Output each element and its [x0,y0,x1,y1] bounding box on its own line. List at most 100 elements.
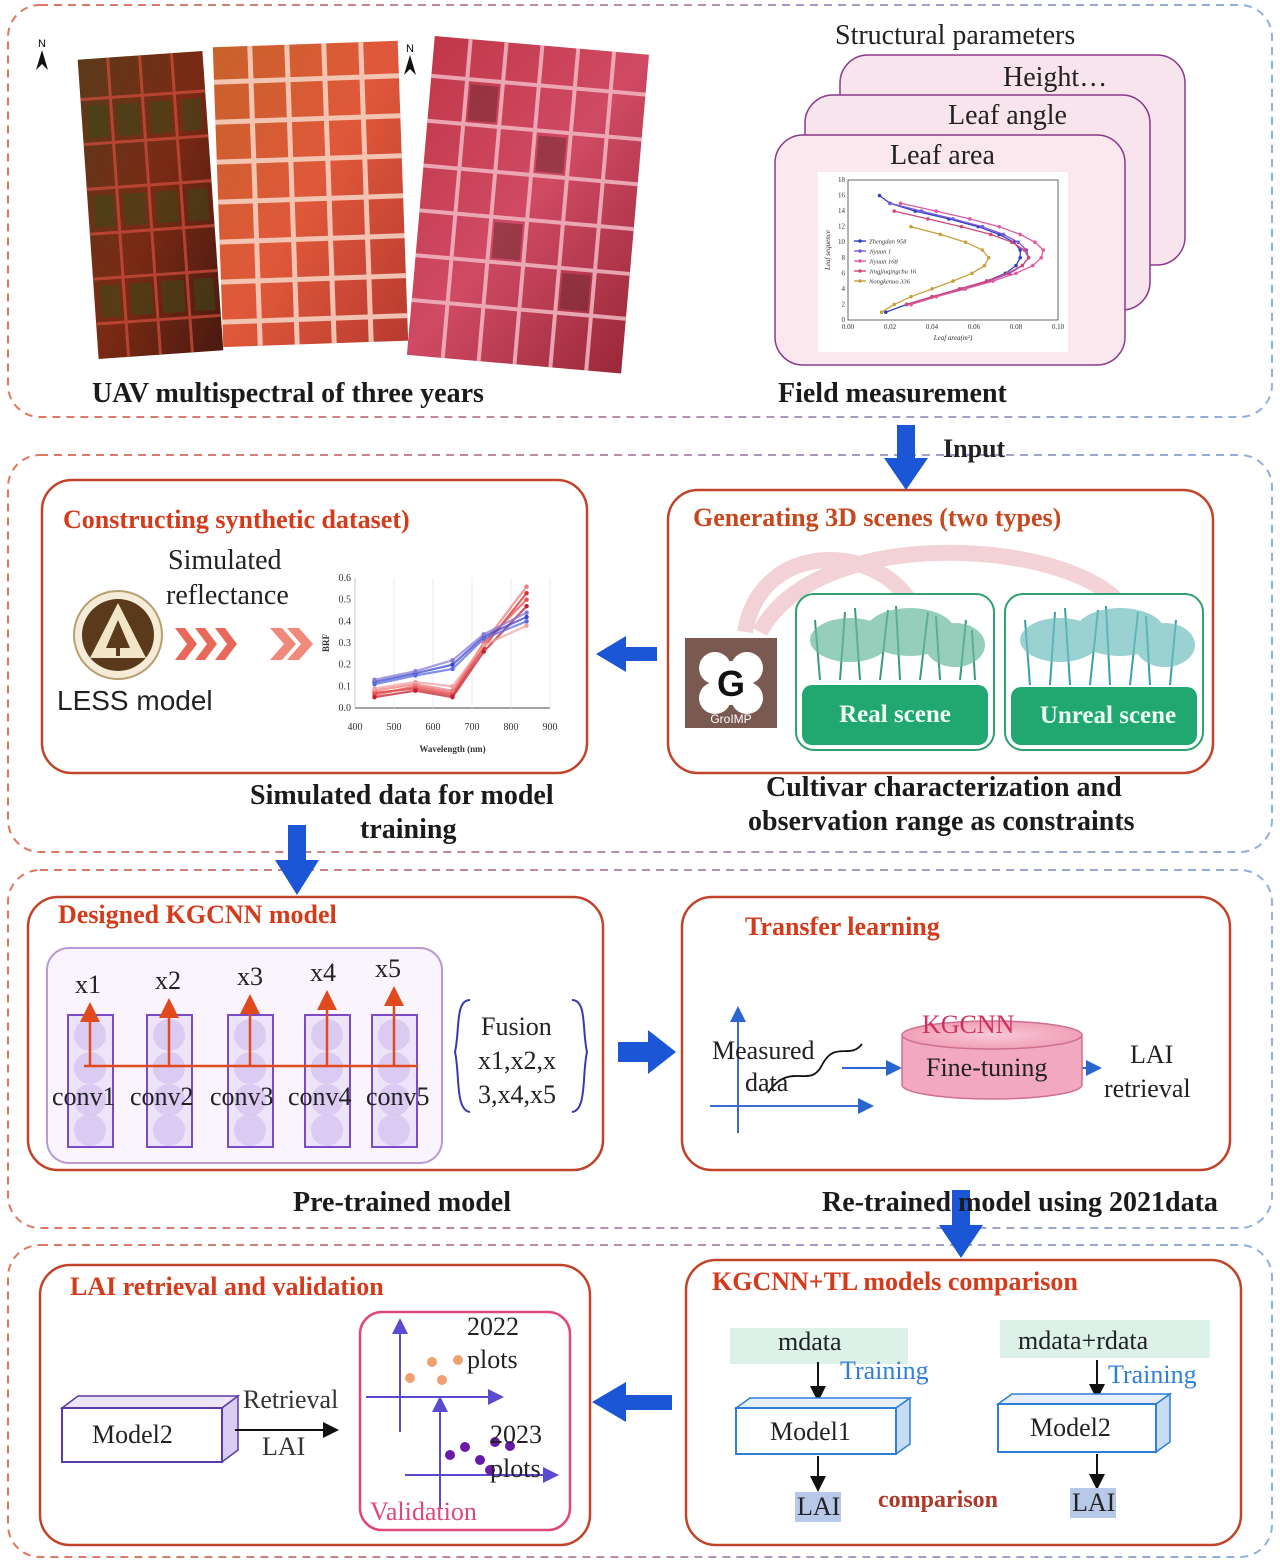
scene-arrows [737,544,1132,637]
comparison-label: comparison [878,1487,998,1513]
model2b-box [995,1392,1173,1454]
data-point [957,287,962,291]
field-caption: Field measurement [778,378,1007,409]
data-point [984,279,989,283]
data-point [959,224,964,229]
lai-validation-title: LAI retrieval and validation [70,1272,384,1301]
data-point [951,279,955,283]
simulated-label: Simulated [168,545,282,576]
data-point [951,217,955,221]
y-tick-label: 0.0 [339,703,352,714]
validation-scatter [405,1355,515,1475]
data-point [1001,232,1006,237]
scenes-title: Generating 3D scenes (two types) [693,503,1062,532]
y-tick-label: 0.4 [339,616,352,627]
output-x3: x3 [237,962,263,991]
svg-text:N: N [406,43,414,55]
card-leaf-angle: Leaf angle [948,100,1067,131]
data-point [926,217,930,221]
cultivar-caption-line1: Cultivar characterization and [766,772,1122,803]
data-point [1018,248,1022,252]
cultivar-caption-line2: observation range as constraints [748,806,1135,837]
data-point [888,201,892,206]
y-tick-label: 0.2 [339,660,352,671]
feature-map-blob [153,1084,185,1116]
uav-image-2022 [212,40,409,348]
conv4-label: conv4 [288,1082,352,1111]
data-point [524,597,529,602]
feature-map-blob [311,1084,343,1116]
x-tick-label: 0.02 [884,323,897,331]
model2-box [59,1394,241,1464]
data-point [450,666,455,672]
to-transfer-arrow [618,1030,676,1074]
plots2023-year: 2023 [490,1420,542,1449]
retrieval-label: retrieval [1104,1074,1191,1103]
x-tick-label: 0.08 [1010,323,1023,331]
comparison-title: KGCNN+TL models comparison [712,1267,1078,1296]
uav-image-2023 [406,36,649,374]
scatter-point-2023 [445,1450,455,1460]
training-label-1: Training [840,1356,929,1385]
data-point [372,677,377,683]
y-tick-label: 0.6 [339,573,352,584]
y-tick-label: 0.1 [339,681,352,692]
y-tick-label: 18 [838,176,846,184]
data-point [1016,240,1020,245]
data-point [524,614,529,620]
synthetic-title: Constructing synthetic dataset) [63,505,410,534]
conv-layers [67,986,418,1148]
x-tick-label: 600 [426,722,441,733]
mdata-label: mdata [778,1327,842,1356]
training-label-2: Training [1108,1360,1197,1389]
data-point [1018,255,1022,260]
legend-entry: Zhengdan 958 [869,239,907,246]
mdata-rdata-highlight [1000,1320,1210,1358]
chevron-arrows-icon [175,628,313,660]
y-tick-label: 2 [842,300,846,308]
retrained-caption: Re-trained model using 2021data [822,1187,1218,1218]
scatter-point-2023 [505,1441,515,1451]
data-point [1018,232,1022,237]
data-point [413,688,418,693]
lai-highlight [1070,1488,1116,1518]
y-tick-label: 14 [838,207,846,215]
reflectance-label: reflectance [166,580,289,611]
data-point [884,310,888,315]
svg-text:Real scene: Real scene [839,701,951,728]
legend-entry: Jiyuan 168 [869,259,898,266]
feature-map-blob [74,1084,106,1116]
x-tick-label: 0.04 [926,323,939,331]
svg-text:G: G [717,663,745,704]
data-point [450,688,455,693]
series-line [881,226,990,313]
legend-marker [858,239,862,243]
y-tick-label: 0.3 [339,638,352,649]
conv3-label: conv3 [210,1082,274,1111]
to-validation-arrow [592,1382,672,1422]
feature-map-blob [153,1114,185,1146]
data-point [982,263,987,268]
data-point [934,209,938,213]
feature-map-blob [234,1114,266,1146]
input-arrow [884,425,928,490]
data-point [413,673,418,678]
feature-map-blob [74,1114,106,1146]
x-axis-label: Leaf area(m²) [933,334,973,342]
x-tick-label: 400 [348,722,363,733]
data-point [524,590,529,596]
kgcnn-title: Designed KGCNN model [58,900,337,929]
transfer-title: Transfer learning [745,912,940,941]
x-axis-label: Wavelength (nm) [419,744,485,754]
model2-label: Model2 [92,1420,173,1449]
data-point [1039,255,1043,260]
feature-map-blob [153,1052,185,1084]
lai-label: LAI [1130,1040,1174,1069]
series-line [889,202,1030,306]
kgcnn-cylinder-icon [901,1020,1083,1100]
data-point [980,224,985,229]
simulated-caption-line2: training [360,814,457,845]
